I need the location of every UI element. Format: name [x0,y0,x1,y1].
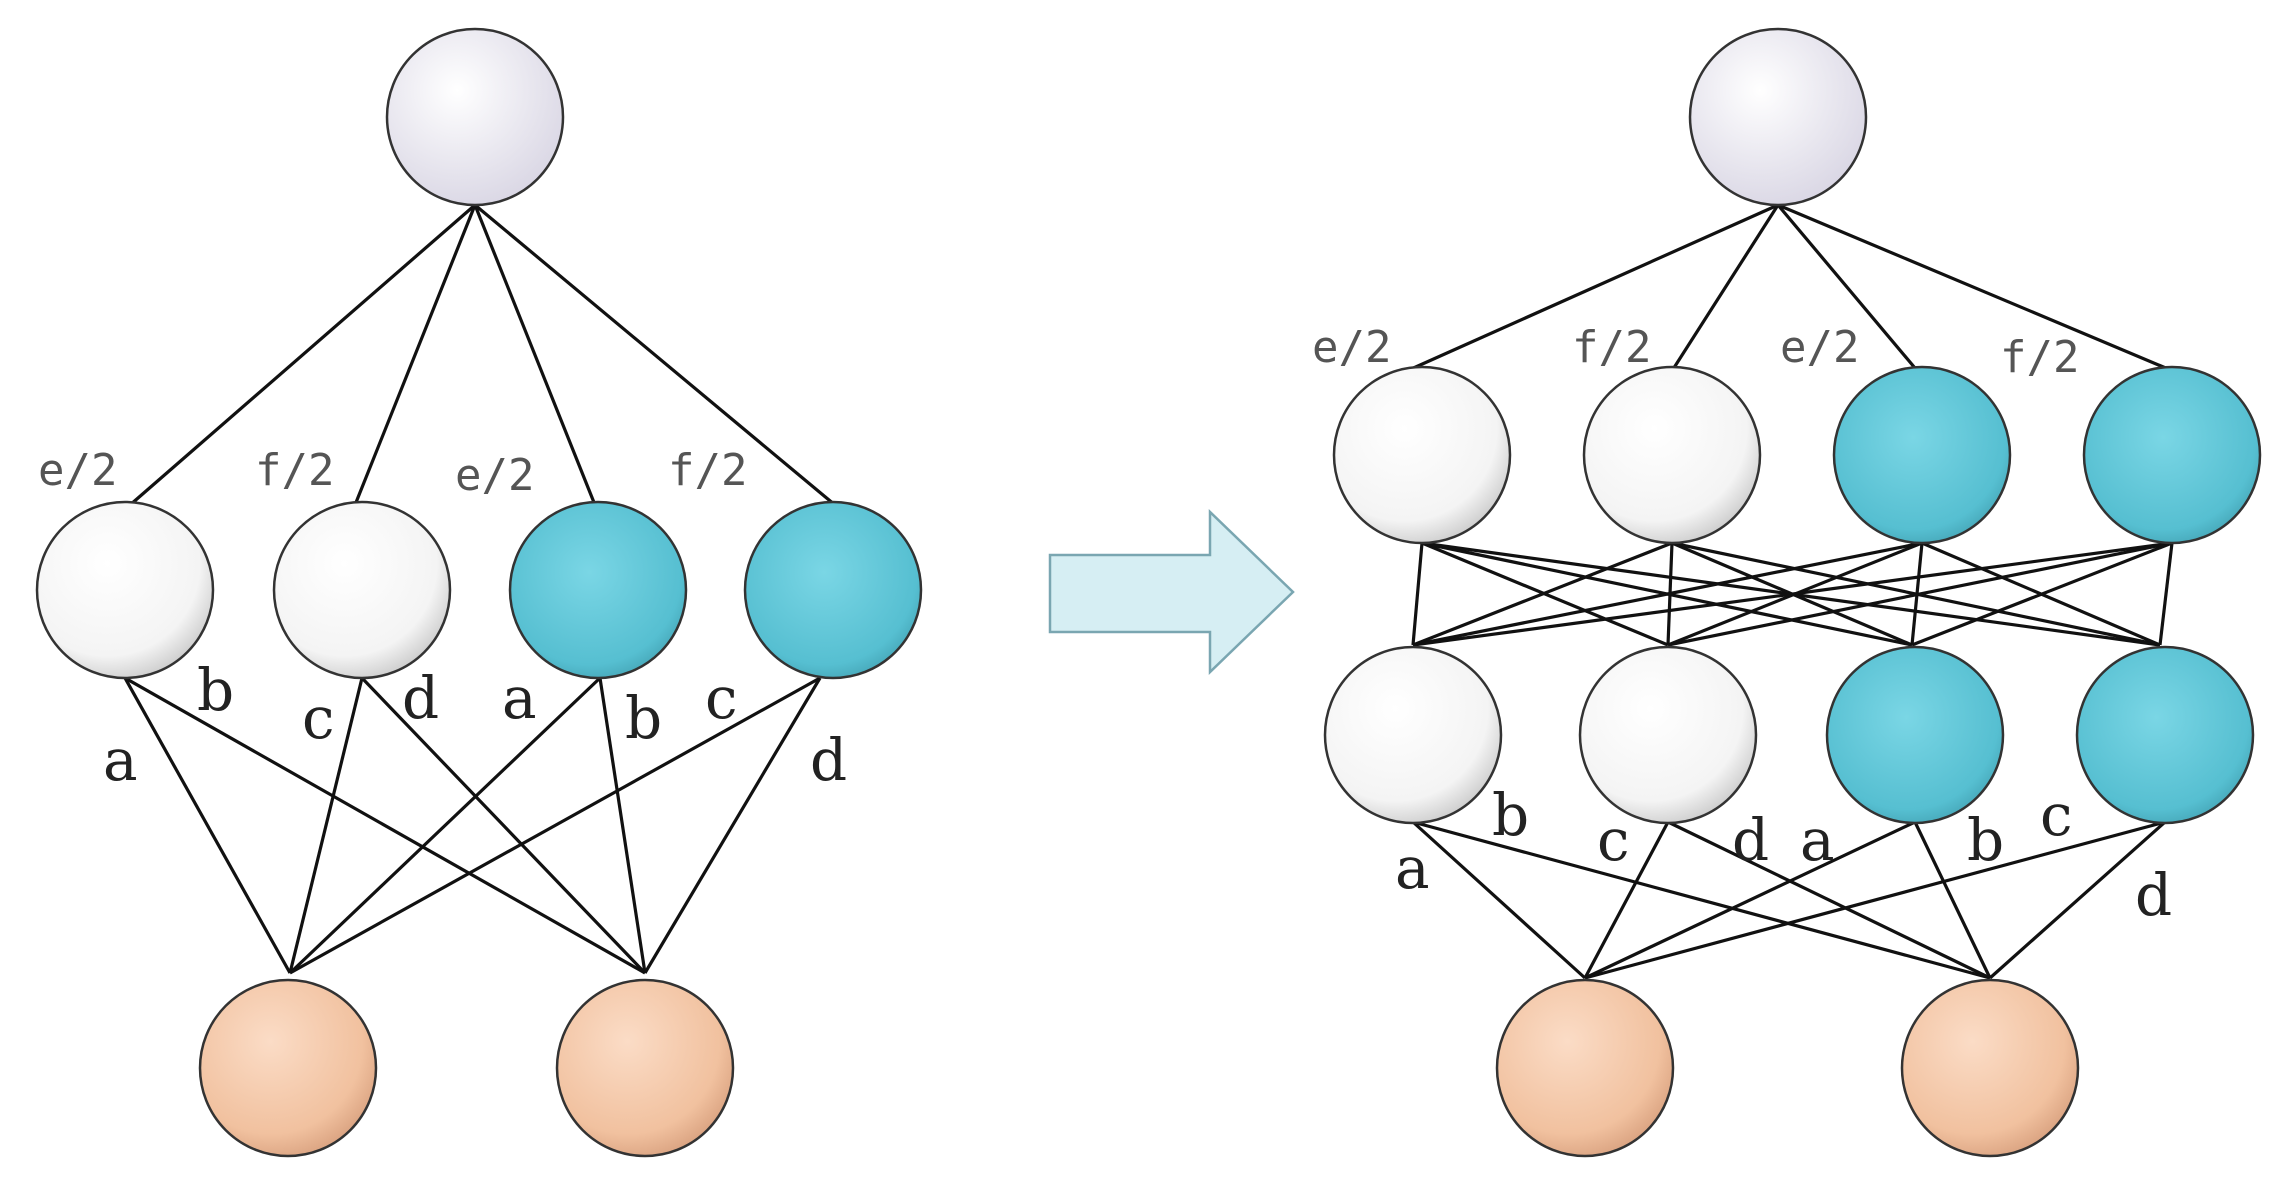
hidden-node-white [272,500,452,680]
edge [1411,542,1424,646]
right-input-edges [1411,820,2167,980]
edge [288,676,602,975]
edge [1584,820,2166,980]
edge [1913,821,1992,979]
hidden-node-teal [1832,365,2012,545]
edge-label: b [1967,806,2004,874]
edge [289,676,821,975]
edge-label: d [2135,861,2172,929]
hidden-node-teal [2075,645,2255,825]
edge [1776,203,1922,376]
root-node [1688,27,1868,207]
edge-label: a [103,726,138,794]
right-dense-edges [1411,541,2174,647]
edge [1668,204,1780,375]
left-root-edges [128,203,837,507]
edge-label: d [402,664,439,732]
edge [473,203,837,507]
input-node [555,978,735,1158]
edge-label: c [302,684,334,752]
edge-label: b [625,684,662,752]
edge [1911,541,2173,647]
hidden-node-teal [2082,365,2262,545]
hidden-node-white [1332,365,1512,545]
input-node [198,978,378,1158]
edge [1583,821,1670,979]
edge [288,677,364,974]
edge-label: a [1395,834,1430,902]
edge-label: c [1597,806,1629,874]
input-node [1900,978,2080,1158]
weight-label: f/2 [2000,332,2079,383]
edge [123,677,292,974]
edge-label: b [1492,781,1529,849]
edge [1412,541,2173,647]
edge [128,203,477,507]
edge-label: b [197,656,234,724]
hidden-node-white [1323,645,1503,825]
edge [1667,820,1991,980]
edge-label: c [705,664,737,732]
edge [1777,203,2181,376]
weight-label: e/2 [1312,322,1391,373]
right-network: e/2 f/2 e/2 f/2 a b c d a b c d [1312,27,2262,1158]
edge-label: d [810,726,847,794]
weight-label: e/2 [455,450,534,501]
edge [1988,820,2167,980]
left-input-edges [123,676,822,975]
edge-label: d [1732,806,1769,874]
right-root-edges [1399,203,2181,376]
weight-label: f/2 [1572,322,1651,373]
root-node [385,27,565,207]
edge [473,204,597,506]
hidden-node-white [1582,365,1762,545]
input-node [1495,978,1675,1158]
weight-label: e/2 [1780,322,1859,373]
edge [1667,541,2173,647]
edge [1412,541,1673,647]
hidden-node-white [1578,645,1758,825]
edge [1399,203,1779,376]
edge [124,676,646,975]
edge [360,676,647,975]
weight-label: f/2 [668,445,747,496]
edge [1411,820,1587,980]
edge [1584,820,1916,980]
edge [353,204,477,506]
hidden-node-white [35,500,215,680]
weight-label: e/2 [38,445,117,496]
edge [643,677,822,974]
edge [2158,542,2174,646]
edge [598,677,647,974]
left-network: e/2 f/2 e/2 f/2 a b c d a b c d [35,27,923,1158]
edge [1412,820,1991,980]
edge-label: a [1800,806,1835,874]
edge [1412,541,1923,647]
edge-label: c [2040,781,2072,849]
hidden-node-teal [743,500,923,680]
hidden-node-teal [508,500,688,680]
transform-arrow [1048,509,1295,675]
hidden-node-teal [1825,645,2005,825]
weight-label: f/2 [255,445,334,496]
edge-label: a [502,664,537,732]
